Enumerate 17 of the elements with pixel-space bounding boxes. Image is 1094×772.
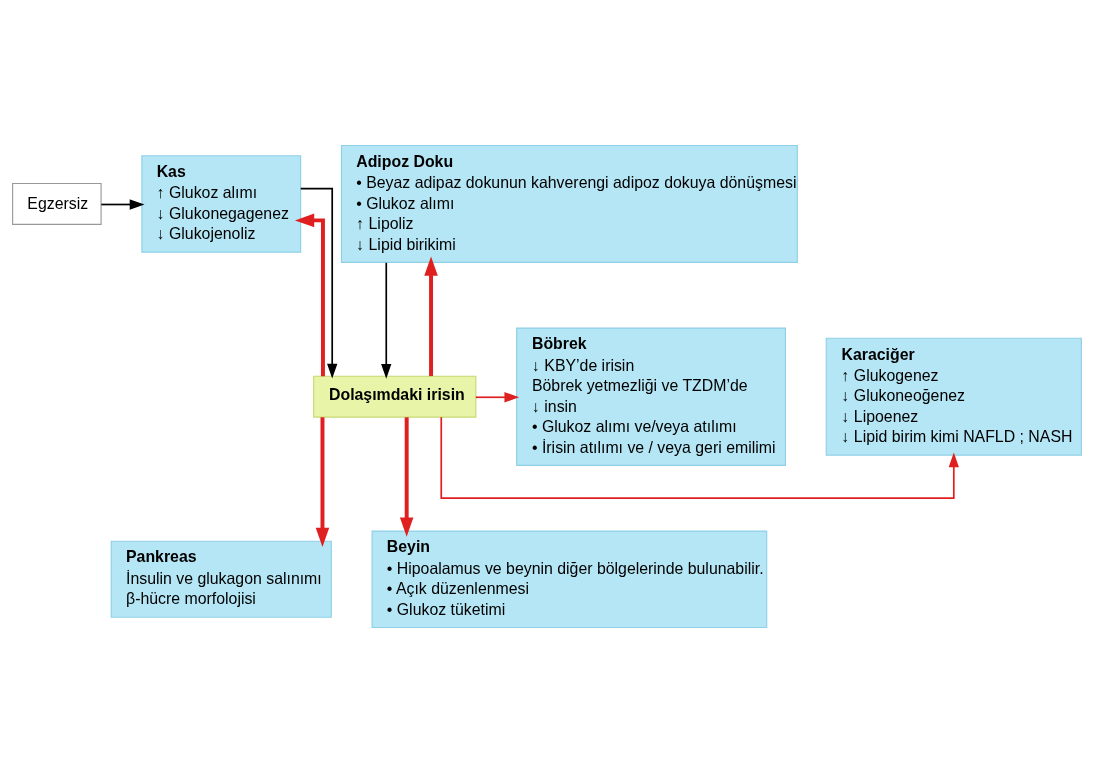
node-box: Pankreas İnsulin ve glukagon salınımı β-hücre morfolojisi bbox=[110, 540, 332, 618]
node-box: Karaciğer ↑ Glukogenez ↓ Glukoneoğenez ↓ Lipoenez ↓ Lipid birim kimi NAFLD ; NASH bbox=[825, 337, 1082, 456]
node-box: Dolaşımdaki irisin bbox=[313, 375, 477, 418]
arrow bbox=[440, 415, 959, 499]
arrow bbox=[475, 391, 520, 402]
arrow bbox=[381, 261, 392, 379]
arrow bbox=[100, 198, 145, 210]
arrow bbox=[294, 213, 325, 376]
arrow bbox=[315, 416, 330, 547]
arrow bbox=[299, 187, 338, 379]
arrow bbox=[399, 416, 414, 537]
node-box: Egzersiz bbox=[12, 182, 102, 225]
arrow bbox=[424, 255, 438, 376]
node-box: Adipoz Doku • Beyaz adipaz dokunun kahverengi adipoz dokuya dönüşmesi • Glukoz alımı ↑ Lipoliz ↓ Lipid birikimi bbox=[340, 144, 798, 263]
node-box: Kas ↑ Glukoz alımı ↓ Glukonegagenez ↓ Glukojenoliz bbox=[141, 154, 302, 253]
node-box: Böbrek ↓ KBY’de irisin Böbrek yetmezliği ve TZDM’de ↓ insin • Glukoz alımı ve/veya atılımı • İrisin atılımı ve / veya geri emilimi bbox=[516, 327, 786, 466]
node-box: Beyin • Hipoalamus ve beynin diğer bölgelerinde bulunabilir. • Açık düzenlenmesi • Glukoz tüketimi bbox=[371, 530, 768, 628]
